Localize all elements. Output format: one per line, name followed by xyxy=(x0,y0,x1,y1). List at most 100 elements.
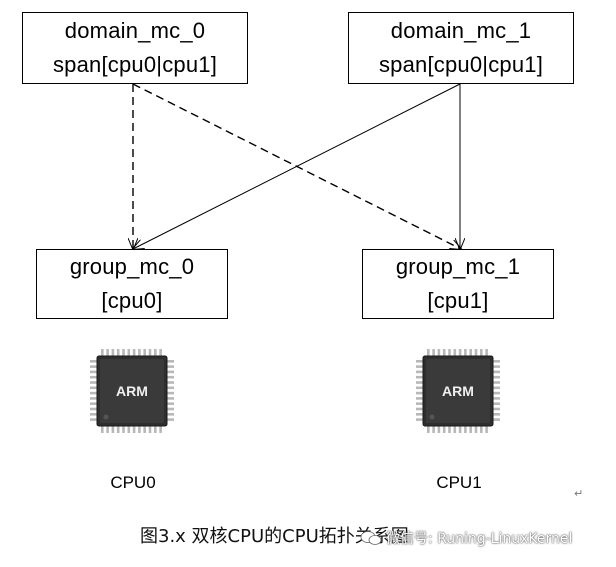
node-domain-mc-1: domain_mc_1 span[cpu0|cpu1] xyxy=(348,12,574,84)
chip-pin xyxy=(127,425,131,433)
chip-pin xyxy=(448,425,451,433)
chip-pin xyxy=(116,349,120,357)
chip-pin xyxy=(492,413,500,416)
chip-pin xyxy=(416,370,424,374)
arm-chip-icon: ARM xyxy=(416,349,500,433)
node-group-mc-1-title: group_mc_1 xyxy=(395,254,521,279)
chip-pin xyxy=(166,386,174,390)
chip-pin xyxy=(166,413,174,416)
chip-pin xyxy=(492,381,500,384)
chip-pin xyxy=(416,375,424,379)
chip-pin xyxy=(492,370,500,374)
cpu-label-1: CPU1 xyxy=(436,473,482,492)
chip-pin xyxy=(458,425,462,433)
chip-pin xyxy=(106,349,109,357)
chip-pin xyxy=(464,425,467,433)
chip-pin xyxy=(143,349,146,357)
chip-pin xyxy=(148,349,152,357)
chip-pin xyxy=(90,381,98,384)
chip-pin xyxy=(416,402,424,405)
node-group-mc-1: group_mc_1 [cpu1] xyxy=(362,249,554,319)
wechat-icon xyxy=(360,531,382,545)
chip-pin xyxy=(90,386,98,390)
chip-pin xyxy=(416,418,424,421)
chip-pin xyxy=(416,381,424,384)
chip-pin xyxy=(132,349,136,357)
chip-pin xyxy=(143,425,146,433)
chip-pin xyxy=(166,407,174,411)
chip-pin xyxy=(492,386,500,390)
chip-pin xyxy=(166,381,174,384)
chip-pin xyxy=(427,425,430,433)
chip-pin xyxy=(416,360,424,363)
chip-pin xyxy=(127,349,131,357)
chip-pin xyxy=(159,425,162,433)
chip-pin xyxy=(106,425,109,433)
chip-pin xyxy=(166,397,174,400)
chip-pin xyxy=(416,407,424,411)
watermark-text: 微信号: Runing-LinuxKernel xyxy=(386,531,573,547)
chip-pin xyxy=(90,365,98,368)
node-group-mc-0-title: group_mc_0 xyxy=(69,254,195,279)
node-domain-mc-0-title: domain_mc_0 xyxy=(64,18,206,43)
chip-pin xyxy=(111,425,115,433)
chip-pin xyxy=(442,349,446,357)
chip-pin xyxy=(166,375,174,379)
chip-pin xyxy=(416,365,424,368)
chip-pin xyxy=(90,413,98,416)
chip-pin xyxy=(111,349,115,357)
chip-pin xyxy=(166,402,174,405)
chip-pin xyxy=(90,360,98,363)
chip-pin xyxy=(122,349,125,357)
chip-pin xyxy=(166,360,174,363)
chip-pin xyxy=(90,407,98,411)
chip-brand: ARM xyxy=(116,383,148,399)
chip-pin xyxy=(485,349,488,357)
chip-pin xyxy=(132,425,136,433)
chip-pin xyxy=(166,391,174,395)
chip-pin xyxy=(492,365,500,368)
chip-pin xyxy=(90,375,98,379)
chip-pin xyxy=(122,425,125,433)
chip-pin xyxy=(90,391,98,395)
chip-pin xyxy=(159,349,162,357)
chip-pin xyxy=(138,349,141,357)
chip-pin xyxy=(101,425,104,433)
edge-domain0-group1 xyxy=(132,83,461,249)
chip-pin xyxy=(166,370,174,374)
chip-pin xyxy=(432,425,435,433)
chip-pin xyxy=(148,425,152,433)
chip-pin xyxy=(474,349,478,357)
chip-pin xyxy=(101,349,104,357)
node-domain-mc-1-span: span[cpu0|cpu1] xyxy=(378,52,544,77)
node-domain-mc-0: domain_mc_0 span[cpu0|cpu1] xyxy=(22,12,248,84)
node-domain-mc-0-span: span[cpu0|cpu1] xyxy=(52,52,218,77)
chip-pin xyxy=(416,386,424,390)
chip-pin xyxy=(154,349,157,357)
chip-pin xyxy=(138,425,141,433)
chip-pin xyxy=(432,349,435,357)
chip-pin xyxy=(480,349,483,357)
figure-caption: 图3.x 双核CPU的CPU拓扑关系图 xyxy=(140,526,409,547)
chip-pin xyxy=(154,425,157,433)
watermark: 微信号: Runing-LinuxKernel xyxy=(360,528,572,548)
chip-pin xyxy=(492,391,500,395)
chip-pin xyxy=(90,418,98,421)
chip-pin xyxy=(442,425,446,433)
paragraph-return-mark: ↵ xyxy=(574,487,584,500)
node-domain-mc-1-title: domain_mc_1 xyxy=(390,18,532,43)
chip-pin xyxy=(166,365,174,368)
chip-pin xyxy=(469,425,472,433)
chip-pin xyxy=(427,349,430,357)
chip-pin xyxy=(458,349,462,357)
chip-pin xyxy=(90,370,98,374)
chip-pin xyxy=(416,413,424,416)
node-group-mc-0-cpus: [cpu0] xyxy=(101,288,163,313)
chip-pin xyxy=(492,402,500,405)
arm-chip-icon: ARM xyxy=(90,349,174,433)
chip-pin xyxy=(416,397,424,400)
edge-domain1-group0 xyxy=(133,83,461,249)
chip-pins xyxy=(90,349,174,433)
chip-pin xyxy=(437,425,441,433)
chip-pin xyxy=(90,402,98,405)
